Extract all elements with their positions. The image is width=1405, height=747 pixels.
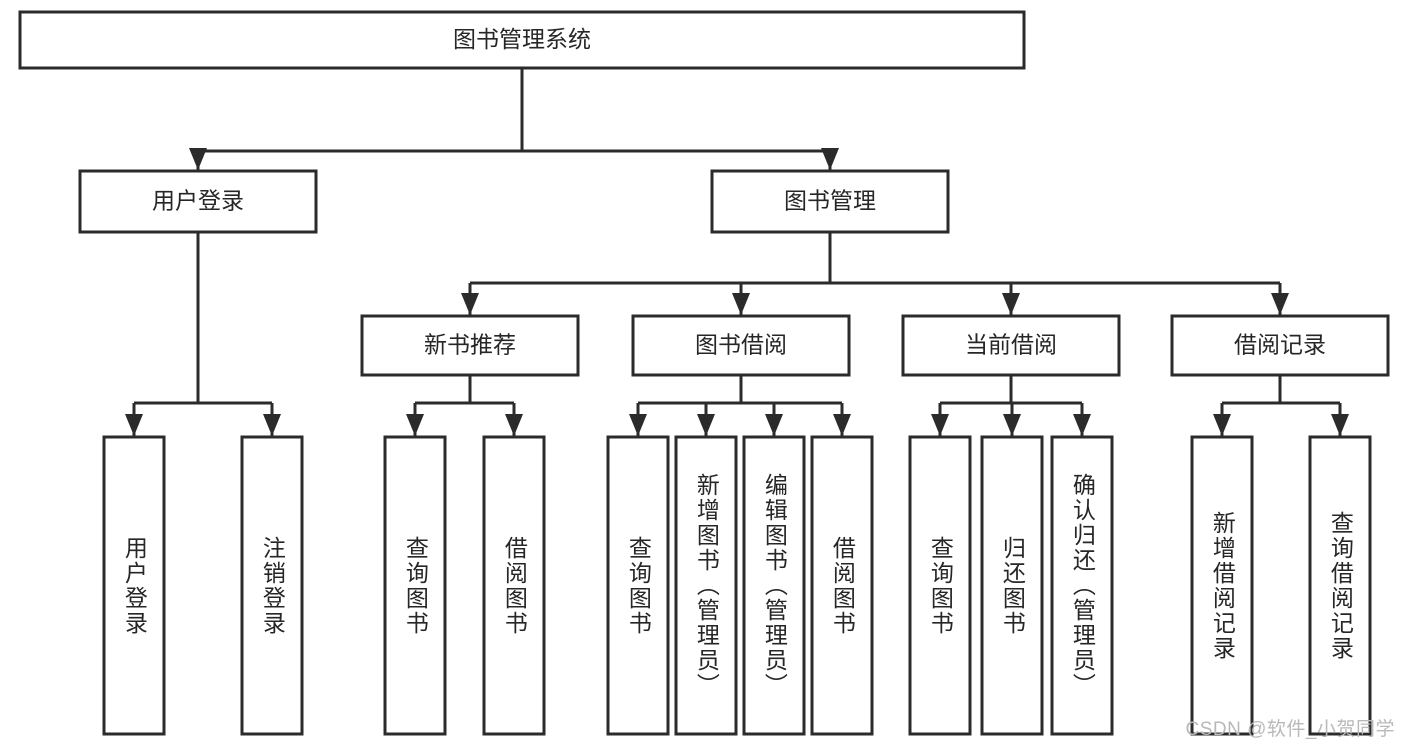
node-box-leaf-return-book[interactable] (980, 435, 1044, 736)
arrow-head-icon (732, 293, 750, 315)
node-label-new-book-recommend: 新书推荐 (424, 332, 516, 358)
node-box-leaf-user-logout[interactable] (240, 435, 304, 736)
arrow-head-icon (189, 148, 207, 170)
arrow-head-icon (406, 414, 424, 436)
node-box-leaf-edit-book[interactable] (742, 435, 806, 736)
node-label-user-login: 用户登录 (152, 188, 244, 214)
csdn-watermark: CSDN @软件_小贺同学 (1185, 719, 1395, 740)
node-label-book-management: 图书管理 (784, 188, 876, 214)
node-box-leaf-borrow-book-2[interactable] (810, 435, 874, 736)
node-box-leaf-add-book[interactable] (674, 435, 738, 736)
arrow-head-icon (461, 293, 479, 315)
node-label-borrow-records: 借阅记录 (1234, 332, 1326, 358)
node-label-current-borrow: 当前借阅 (965, 332, 1057, 358)
node-box-borrow-records[interactable] (1170, 314, 1390, 377)
node-box-book-borrow[interactable] (631, 314, 851, 377)
boxes-layer (18, 10, 1390, 736)
node-box-leaf-borrow-book-1[interactable] (482, 435, 546, 736)
connectors-layer (125, 68, 1349, 436)
node-label-book-borrow: 图书借阅 (695, 332, 787, 358)
arrow-head-icon (821, 148, 839, 170)
node-box-book-management[interactable] (710, 169, 950, 234)
node-box-leaf-add-record[interactable] (1190, 435, 1254, 736)
node-box-leaf-user-login[interactable] (102, 435, 166, 736)
node-box-leaf-query-book-3[interactable] (908, 435, 972, 736)
arrow-head-icon (125, 414, 143, 436)
node-box-leaf-confirm-return[interactable] (1050, 435, 1114, 736)
arrow-head-icon (505, 414, 523, 436)
arrow-head-icon (1003, 414, 1021, 436)
arrow-head-icon (1073, 414, 1091, 436)
node-box-root[interactable] (18, 10, 1026, 70)
node-box-leaf-query-book-2[interactable] (606, 435, 670, 736)
arrow-head-icon (833, 414, 851, 436)
arrow-head-icon (1002, 293, 1020, 315)
node-box-leaf-query-book-1[interactable] (383, 435, 447, 736)
arrow-head-icon (1213, 414, 1231, 436)
arrow-head-icon (931, 414, 949, 436)
arrow-head-icon (765, 414, 783, 436)
arrow-head-icon (697, 414, 715, 436)
arrow-head-icon (1331, 414, 1349, 436)
arrow-head-icon (263, 414, 281, 436)
node-box-user-login[interactable] (78, 169, 318, 234)
node-box-current-borrow[interactable] (901, 314, 1121, 377)
node-box-new-book-recommend[interactable] (360, 314, 580, 377)
node-label-root: 图书管理系统 (453, 26, 591, 52)
node-box-leaf-query-record[interactable] (1308, 435, 1372, 736)
arrow-head-icon (1271, 293, 1289, 315)
arrow-head-icon (629, 414, 647, 436)
